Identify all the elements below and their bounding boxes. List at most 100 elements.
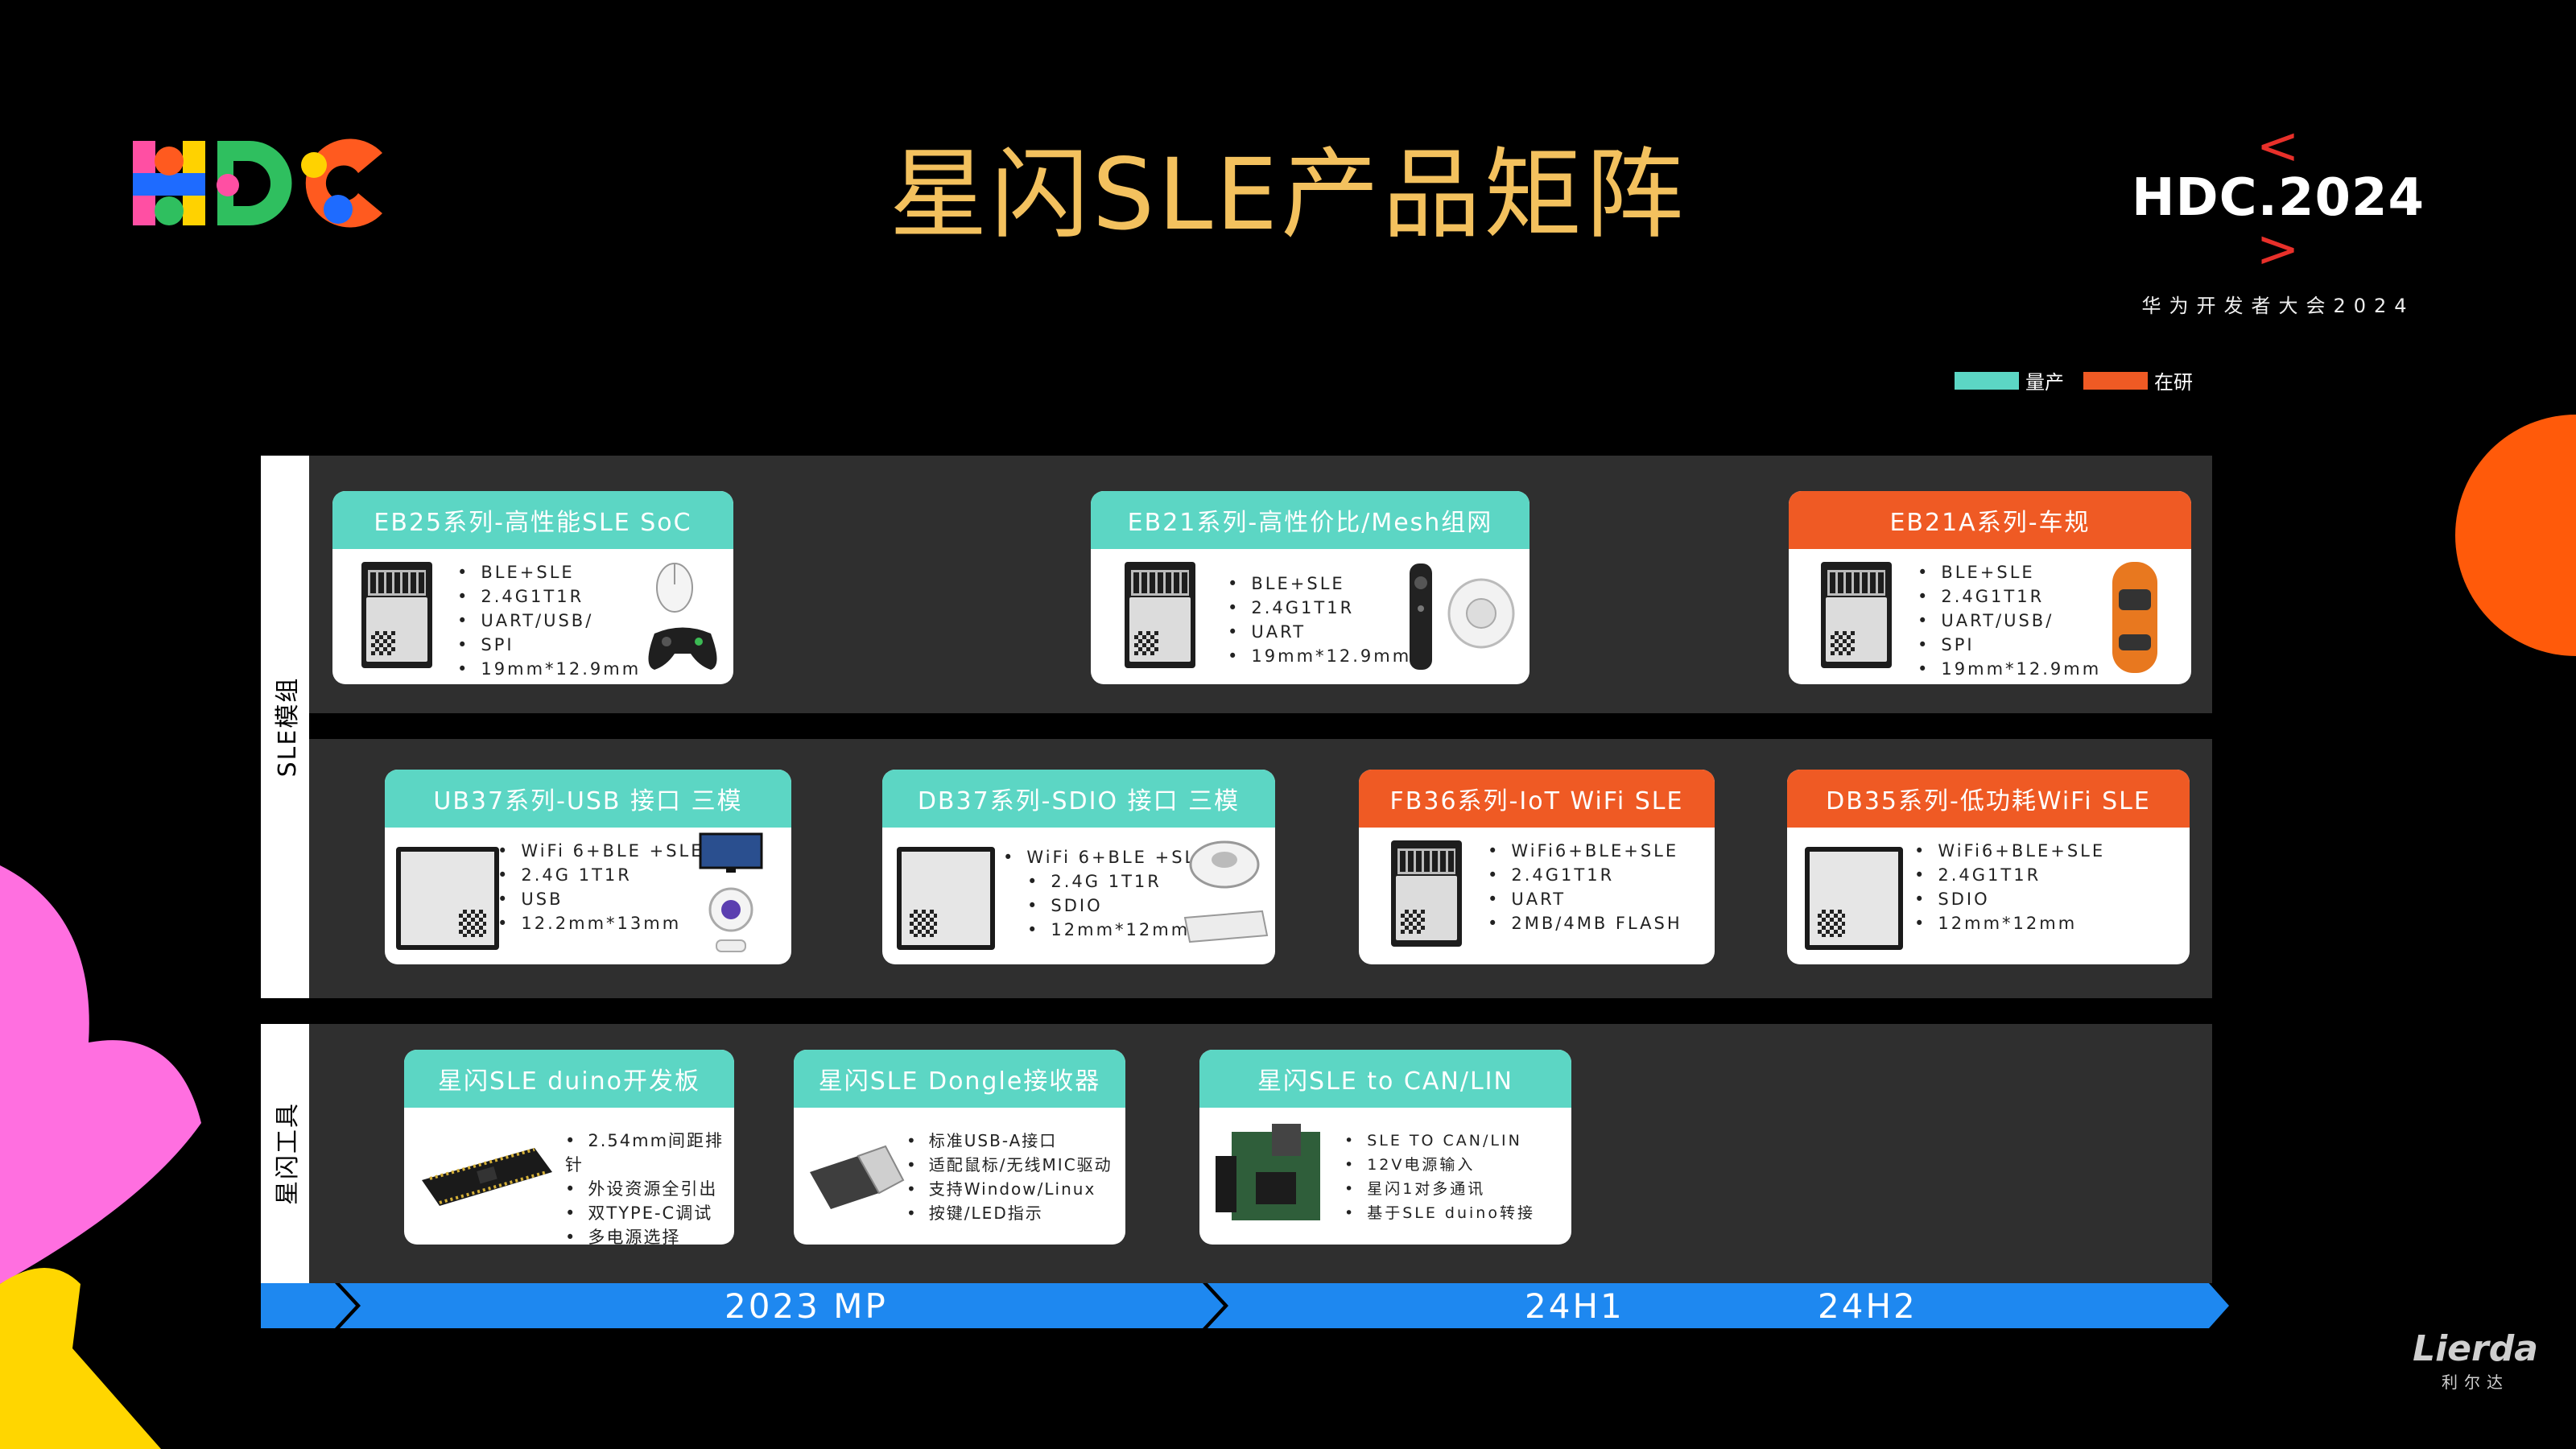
card-title: DB37系列-SDIO 接口 三模 [882, 770, 1275, 828]
feature-item: 标准USB-A接口 [906, 1129, 1113, 1153]
bracket-left-icon: < [2256, 117, 2301, 176]
legend-swatch-mass [1955, 371, 2019, 390]
feature-item: 12V电源输入 [1344, 1153, 1535, 1177]
card-title: EB21A系列-车规 [1789, 491, 2191, 549]
feature-item: WiFi 6+BLE +SLE [1003, 845, 1210, 869]
feature-item: SLE TO CAN/LIN [1344, 1129, 1535, 1153]
card-eb21[interactable]: EB21系列-高性价比/Mesh组网 BLE+SLE 2.4G1T1R UART… [1091, 491, 1530, 684]
card-db35[interactable]: DB35系列-低功耗WiFi SLE WiFi6+BLE+SLE 2.4G1T1… [1787, 770, 2190, 964]
card-title: EB25系列-高性能SLE SoC [332, 491, 733, 549]
decor-orange-shape [2455, 415, 2576, 656]
module-chip-icon [361, 562, 432, 668]
card-duino[interactable]: 星闪SLE duino开发板 2.54mm间距排针 外设资源全引出 双TYPE-… [404, 1050, 734, 1245]
row-label-tools: 星闪工具 [261, 1024, 309, 1283]
lierda-brand-cn: 利尔达 [2442, 1373, 2509, 1392]
module-chip-icon [1125, 562, 1195, 668]
timeline-label-24h1: 24H1 [1525, 1286, 1624, 1326]
camera-icon [708, 887, 753, 952]
row-label-modules: SLE模组 [261, 456, 309, 998]
hdc-2024-badge: < HDC.2024 > 华为开发者大会2024 [2105, 121, 2451, 318]
feature-item: 19mm*12.9mm [1228, 644, 1411, 668]
legend-label-dev: 在研 [2154, 371, 2193, 394]
car-icon [2112, 562, 2157, 673]
feature-item: BLE+SLE [1918, 560, 2101, 584]
card-dongle[interactable]: 星闪SLE Dongle接收器 标准USB-A接口 适配鼠标/无线MIC驱动 支… [794, 1050, 1125, 1245]
hdc-brand: < HDC.2024 > [2105, 121, 2451, 275]
legend-swatch-dev [2083, 371, 2148, 390]
bracket-right-icon: > [2256, 220, 2301, 279]
feature-item: 外设资源全引出 [565, 1177, 734, 1201]
feature-item: USB [497, 887, 704, 911]
feature-item: SPI [457, 633, 641, 657]
card-title: UB37系列-USB 接口 三模 [385, 770, 791, 828]
feature-item: 2.4G1T1R [1914, 863, 2105, 887]
robot-vacuum-icon [1189, 840, 1260, 889]
feature-item: 2.4G1T1R [1228, 596, 1411, 620]
feature-item: 12mm*12mm [1003, 918, 1210, 942]
lierda-logo: Lierda 利尔达 [2407, 1328, 2544, 1393]
feature-item: 多电源选择 [565, 1225, 734, 1245]
set-top-box-icon [1183, 910, 1269, 943]
module-chip-icon [396, 847, 499, 950]
decor-pink-yellow-shape [0, 865, 201, 1449]
card-fb36[interactable]: FB36系列-IoT WiFi SLE WiFi6+BLE+SLE 2.4G1T… [1359, 770, 1715, 964]
feature-item: 2.4G1T1R [1918, 584, 2101, 609]
card-canlin[interactable]: 星闪SLE to CAN/LIN SLE TO CAN/LIN 12V电源输入 … [1199, 1050, 1571, 1245]
card-title: EB21系列-高性价比/Mesh组网 [1091, 491, 1530, 549]
feature-list: WiFi 6+BLE +SLE 2.4G 1T1R SDIO 12mm*12mm [1003, 845, 1210, 942]
tv-icon [699, 832, 763, 873]
feature-item: 12.2mm*13mm [497, 911, 704, 935]
card-eb21a[interactable]: EB21A系列-车规 BLE+SLE 2.4G1T1R UART/USB/ SP… [1789, 491, 2191, 684]
feature-item: SDIO [1003, 894, 1210, 918]
dev-board-icon [422, 1148, 552, 1206]
page-title: 星闪SLE产品矩阵 [889, 138, 1687, 252]
card-ub37[interactable]: UB37系列-USB 接口 三模 WiFi 6+BLE +SLE 2.4G 1T… [385, 770, 791, 964]
feature-item: 2.4G 1T1R [1003, 869, 1210, 894]
legend: 量产 在研 [1955, 366, 2204, 394]
feature-list: BLE+SLE 2.4G1T1R UART/USB/ SPI 19mm*12.9… [457, 560, 641, 681]
feature-list: WiFi6+BLE+SLE 2.4G1T1R SDIO 12mm*12mm [1914, 839, 2105, 935]
lierda-brand: Lierda [2413, 1328, 2538, 1369]
module-chip-icon [1821, 562, 1892, 668]
feature-item: 2.4G1T1R [1488, 863, 1682, 887]
legend-dev: 在研 [2083, 366, 2193, 394]
feature-item: 2.4G1T1R [457, 584, 641, 609]
card-title: FB36系列-IoT WiFi SLE [1359, 770, 1715, 828]
module-chip-icon [1805, 847, 1903, 950]
feature-item: 2.4G 1T1R [497, 863, 704, 887]
legend-mass: 量产 [1955, 366, 2064, 394]
smoke-detector-icon [1447, 578, 1515, 649]
timeline-arrow [261, 1283, 2229, 1328]
feature-item: BLE+SLE [1228, 572, 1411, 596]
feature-item: UART [1228, 620, 1411, 644]
feature-list: BLE+SLE 2.4G1T1R UART 19mm*12.9mm [1228, 572, 1411, 668]
feature-item: 2.54mm间距排针 [565, 1129, 734, 1177]
card-eb25[interactable]: EB25系列-高性能SLE SoC BLE+SLE 2.4G1T1R UART/… [332, 491, 733, 684]
card-title: DB35系列-低功耗WiFi SLE [1787, 770, 2190, 828]
feature-item: 适配鼠标/无线MIC驱动 [906, 1153, 1113, 1177]
feature-item: UART/USB/ [1918, 609, 2101, 633]
feature-item: UART/USB/ [457, 609, 641, 633]
feature-item: WiFi6+BLE+SLE [1488, 839, 1682, 863]
card-title: 星闪SLE duino开发板 [404, 1050, 734, 1108]
feature-list: WiFi6+BLE+SLE 2.4G1T1R UART 2MB/4MB FLAS… [1488, 839, 1682, 935]
legend-label-mass: 量产 [2025, 371, 2064, 394]
feature-item: 双TYPE-C调试 [565, 1201, 734, 1225]
module-chip-icon [897, 847, 995, 950]
card-title: 星闪SLE Dongle接收器 [794, 1050, 1125, 1108]
feature-list: 2.54mm间距排针 外设资源全引出 双TYPE-C调试 多电源选择 [565, 1129, 734, 1245]
row-label-tools-text: 星闪工具 [274, 1102, 302, 1205]
feature-item: WiFi 6+BLE +SLE [497, 839, 704, 863]
feature-list: WiFi 6+BLE +SLE 2.4G 1T1R USB 12.2mm*13m… [497, 839, 704, 935]
row-label-modules-text: SLE模组 [274, 676, 302, 778]
timeline-label-24h2: 24H2 [1818, 1286, 1918, 1326]
feature-item: BLE+SLE [457, 560, 641, 584]
card-title: 星闪SLE to CAN/LIN [1199, 1050, 1571, 1108]
feature-item: 星闪1对多通讯 [1344, 1177, 1535, 1201]
feature-item: UART [1488, 887, 1682, 911]
feature-item: 基于SLE duino转接 [1344, 1201, 1535, 1225]
hdc-subtitle: 华为开发者大会2024 [2141, 295, 2415, 317]
feature-list: 标准USB-A接口 适配鼠标/无线MIC驱动 支持Window/Linux 按键… [906, 1129, 1113, 1225]
card-db37[interactable]: DB37系列-SDIO 接口 三模 WiFi 6+BLE +SLE 2.4G 1… [882, 770, 1275, 964]
feature-item: SDIO [1914, 887, 2105, 911]
